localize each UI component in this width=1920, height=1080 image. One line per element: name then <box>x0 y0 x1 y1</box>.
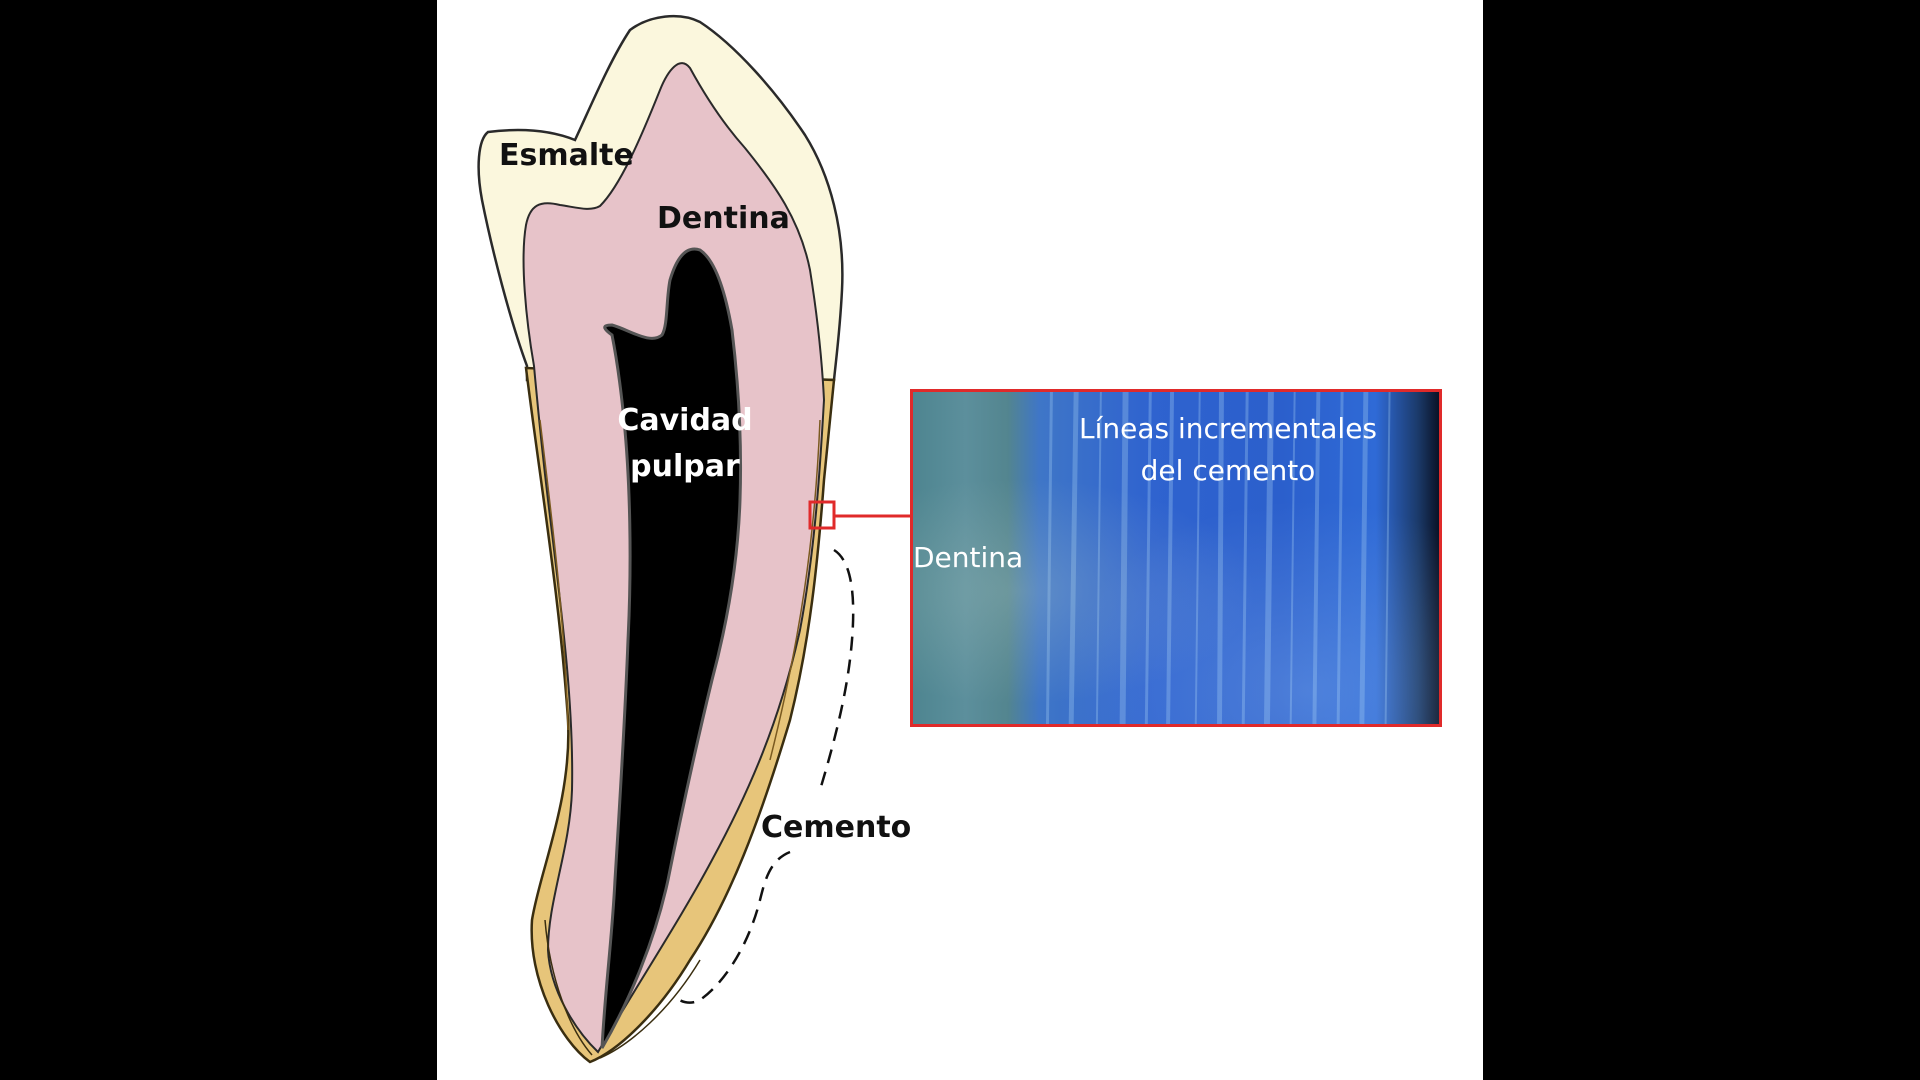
inset-title: Líneas incrementales del cemento <box>1033 408 1423 492</box>
cementum-texture-line <box>544 919 593 1056</box>
label-cavidad-line1: Cavidad <box>617 403 753 438</box>
pulp-shape <box>600 247 743 1049</box>
label-cavidad-pulpar: Cavidad pulpar <box>610 398 760 490</box>
inset-title-line1: Líneas incrementales <box>1078 412 1378 445</box>
label-esmalte: Esmalte <box>499 138 634 173</box>
incremental-lines-texture <box>1045 392 1391 724</box>
label-cavidad-line2: pulpar <box>630 449 740 484</box>
inset-dentina-label: Dentina <box>913 541 1024 574</box>
cementum-texture-line <box>539 419 569 731</box>
label-dentina: Dentina <box>657 201 790 236</box>
cementum-texture-line <box>599 959 701 1059</box>
label-cemento: Cemento <box>761 810 912 845</box>
micrograph-inset: Líneas incrementales del cemento Dentina <box>910 389 1442 727</box>
cementum-bracket <box>675 548 855 1004</box>
cementum-texture-line <box>769 419 821 761</box>
inset-title-line2: del cemento <box>1140 454 1316 487</box>
inset-glow <box>913 392 1439 724</box>
